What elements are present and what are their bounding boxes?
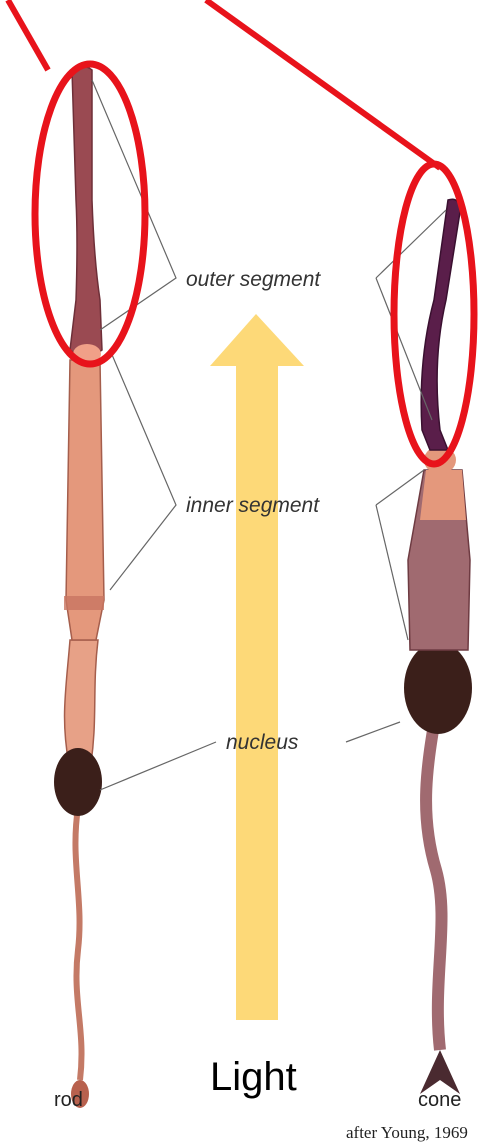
cone-cell [404, 199, 472, 1094]
label-nucleus: nucleus [226, 731, 299, 754]
label-inner-segment: inner segment [186, 494, 320, 517]
light-arrow [210, 314, 304, 1020]
cone-nucleus [404, 642, 472, 734]
rod-cell [54, 66, 104, 1108]
label-cone: cone [418, 1089, 461, 1111]
credit-text: after Young, 1969 [346, 1123, 468, 1142]
label-light: Light [210, 1055, 297, 1099]
label-outer-segment: outer segment [186, 268, 321, 291]
label-rod: rod [54, 1089, 83, 1111]
rod-nucleus [54, 748, 102, 816]
